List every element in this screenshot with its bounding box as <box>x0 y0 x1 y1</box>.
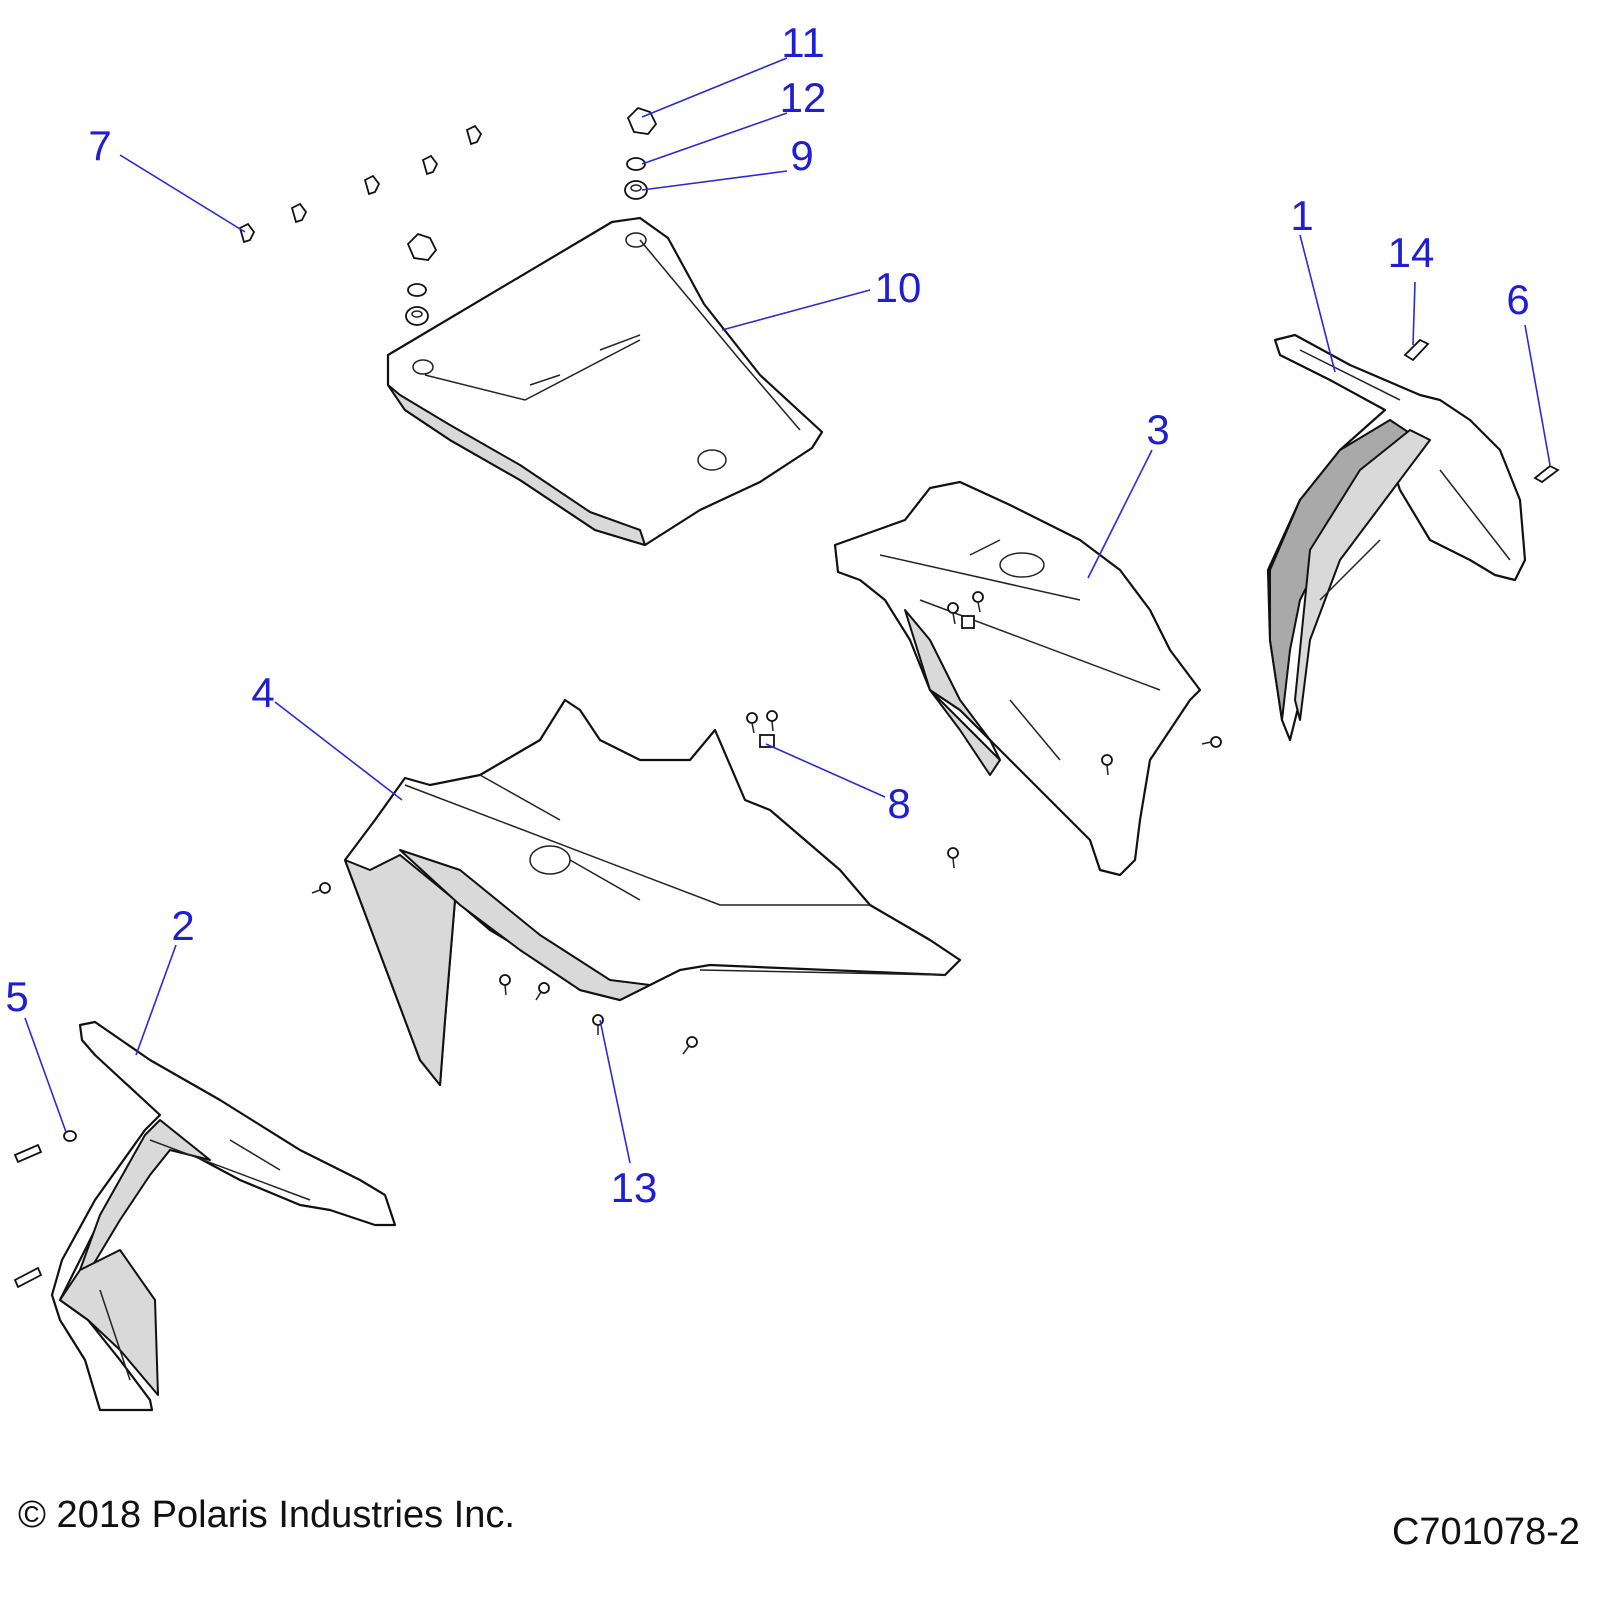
leader-lines <box>24 57 1551 1164</box>
callout-9: 9 <box>790 132 813 179</box>
screw-icon <box>499 974 511 996</box>
screw-icon <box>947 602 959 625</box>
screw-icon <box>535 982 550 1001</box>
callout-13: 13 <box>611 1164 658 1211</box>
screw-icon <box>972 591 984 613</box>
part-1-right-fender <box>1266 333 1527 742</box>
callout-1: 1 <box>1290 192 1313 239</box>
screw-icon <box>682 1036 698 1055</box>
screw-icon <box>311 882 331 894</box>
washer-icon <box>626 157 646 171</box>
callout-11: 11 <box>781 19 825 66</box>
washer-icon <box>407 283 427 297</box>
callout-8: 8 <box>887 780 910 827</box>
screw-icon <box>746 712 758 734</box>
callout-5: 5 <box>5 973 28 1020</box>
fasteners <box>13 106 1560 1289</box>
callout-4: 4 <box>251 669 274 716</box>
screw-icon <box>592 1014 604 1035</box>
screw-icon <box>1403 338 1430 362</box>
push-rivet-icon <box>363 174 381 196</box>
screw-icon <box>1201 736 1222 748</box>
part-3-center-shield <box>833 480 1202 877</box>
screw-icon <box>13 1266 43 1289</box>
screw-icon <box>766 710 778 732</box>
part-10-top-cover <box>386 216 824 547</box>
callout-3: 3 <box>1146 406 1169 453</box>
copyright-text: © 2018 Polaris Industries Inc. <box>18 1494 515 1536</box>
callout-10: 10 <box>875 264 922 311</box>
push-rivet-icon <box>465 124 483 146</box>
callout-labels: 1 2 3 4 5 6 7 8 9 10 11 12 13 14 <box>5 19 1529 1211</box>
part-2-left-fender <box>50 1020 397 1412</box>
callout-14: 14 <box>1388 229 1435 276</box>
u-nut-icon <box>759 734 775 748</box>
callout-6: 6 <box>1506 276 1529 323</box>
screw-icon <box>1533 464 1560 484</box>
push-rivet-icon <box>290 202 308 224</box>
callout-7: 7 <box>88 122 111 169</box>
quarter-turn-fastener-icon <box>406 232 438 261</box>
callout-12: 12 <box>780 74 827 121</box>
quarter-turn-fastener-icon <box>626 106 658 135</box>
grommet-icon <box>405 306 429 326</box>
grommet-icon <box>624 180 648 200</box>
callout-2: 2 <box>171 902 194 949</box>
push-rivet-icon <box>421 154 439 176</box>
screw-icon <box>1101 754 1113 776</box>
screw-icon <box>13 1143 43 1164</box>
push-rivet-icon <box>63 1130 77 1142</box>
part-4-lower-shield <box>343 698 962 1087</box>
push-rivet-icon <box>238 222 256 244</box>
drawing-number: C701078-2 <box>1391 1511 1580 1553</box>
screw-icon <box>947 847 959 869</box>
